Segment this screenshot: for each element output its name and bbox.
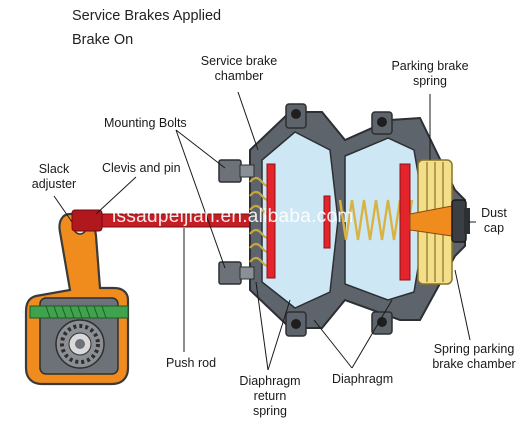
label-line: Diaphragm [239, 374, 301, 388]
label-line: spring [412, 74, 448, 88]
service-diaphragm [266, 163, 276, 279]
label-spring-parking-brake-chamber: Spring parking brake chamber [428, 342, 520, 372]
label-line: Parking brake [391, 59, 469, 73]
title-line-2: Brake On [72, 32, 134, 48]
label-diaphragm: Diaphragm [332, 372, 394, 386]
label-line: spring [252, 404, 288, 418]
label-line: Dust [481, 206, 507, 220]
label-service-brake-chamber: Service brake chamber [194, 54, 284, 84]
label-line: chamber [214, 69, 264, 83]
label-line: return [253, 389, 287, 403]
label-diaphragm-return-spring: Diaphragm return spring [232, 374, 308, 419]
label-line: Service brake [200, 54, 278, 68]
label-line: Spring parking [433, 342, 515, 356]
label-line: Slack [38, 162, 70, 176]
label-clevis-and-pin: Clevis and pin [102, 161, 181, 175]
worm-gear [55, 319, 105, 369]
watermark: lssadpeijian.en.alibaba.com [112, 206, 354, 227]
label-slack-adjuster: Slack adjuster [26, 162, 82, 192]
slack-adjuster [24, 212, 130, 386]
dust-cap [451, 199, 470, 243]
label-dust-cap: Dust cap [474, 206, 514, 236]
parking-diaphragm [399, 163, 411, 281]
label-line: brake chamber [432, 357, 516, 371]
label-push-rod: Push rod [166, 356, 217, 370]
label-parking-brake-spring: Parking brake spring [384, 59, 476, 89]
service-brake-chamber [249, 103, 466, 337]
clevis [71, 209, 103, 232]
label-mounting-bolts: Mounting Bolts [104, 116, 187, 130]
label-line: adjuster [31, 177, 77, 191]
leader-lines [53, 91, 476, 371]
title-line-1: Service Brakes Applied [72, 8, 222, 24]
center-plate [323, 195, 331, 249]
label-line: cap [483, 221, 505, 235]
